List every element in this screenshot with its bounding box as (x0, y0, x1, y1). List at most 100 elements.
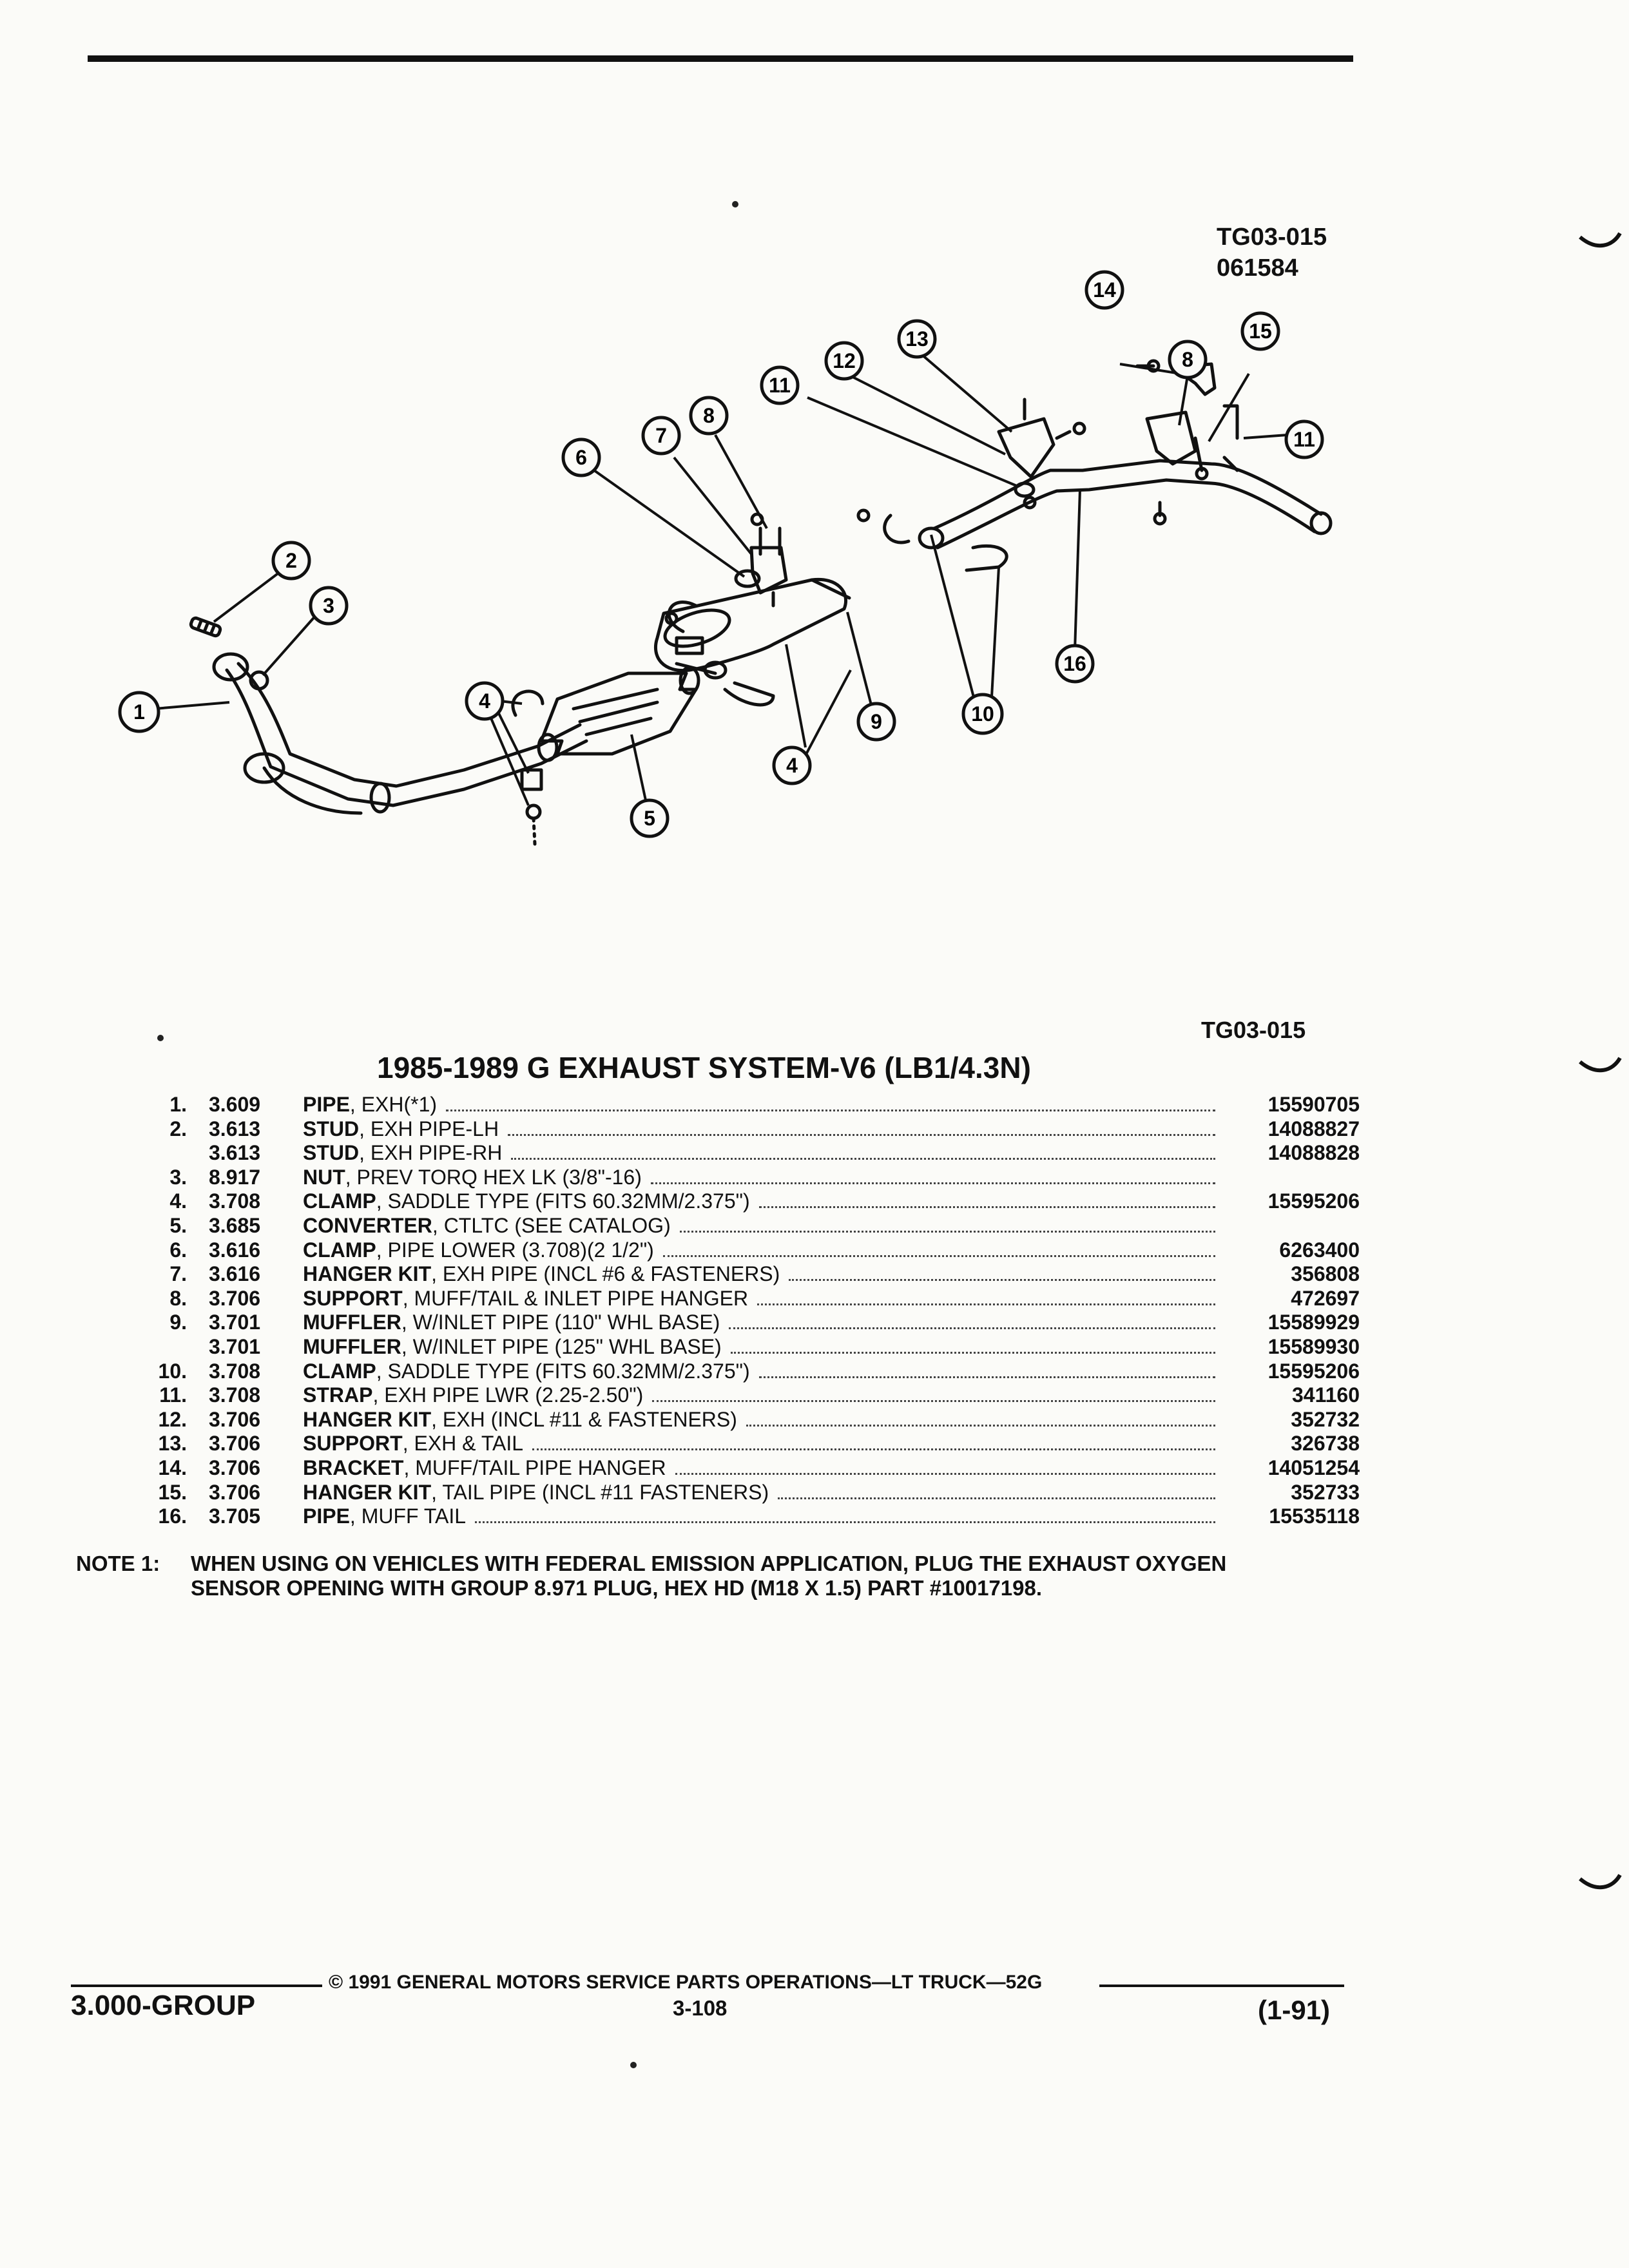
part-name: STUD (303, 1117, 360, 1140)
part-number: 341160 (1291, 1383, 1360, 1407)
footer-rule-right (1099, 1984, 1344, 1987)
dot-leader (511, 1158, 1215, 1160)
item-number: 15. (158, 1480, 187, 1504)
group-number: 3.701 (209, 1311, 261, 1334)
item-number: 16. (158, 1504, 187, 1528)
callout-2: 2 (271, 541, 311, 581)
dot-leader (532, 1448, 1215, 1451)
item-number: 4. (169, 1189, 187, 1213)
group-number: 3.706 (209, 1432, 261, 1456)
svg-text:14: 14 (1093, 278, 1116, 302)
item-number: 2. (169, 1117, 187, 1140)
group-number: 3.706 (209, 1480, 261, 1504)
scan-speck (630, 2062, 637, 2068)
footnote-label: NOTE 1: (76, 1552, 160, 1575)
part-description: , W/INLET PIPE (110" WHL BASE) (401, 1311, 720, 1334)
dot-leader (446, 1110, 1215, 1111)
part-name: CONVERTER (303, 1213, 432, 1237)
part-name: STRAP (303, 1383, 373, 1407)
svg-text:4: 4 (479, 689, 490, 713)
group-number: 3.613 (209, 1141, 261, 1165)
dot-leader (758, 1376, 1215, 1378)
callout-14: 14 (1084, 270, 1124, 310)
dot-leader (662, 1254, 1215, 1257)
group-number: 3.705 (209, 1504, 261, 1528)
figure-date: 061584 (1217, 255, 1298, 282)
part-name: HANGER KIT (303, 1262, 432, 1286)
svg-text:8: 8 (703, 404, 715, 427)
svg-text:11: 11 (769, 374, 791, 397)
part-description: , TAIL PIPE (INCL #11 FASTENERS) (431, 1480, 769, 1504)
group-number: 3.616 (209, 1238, 261, 1262)
part-description: , EXH(*1) (349, 1093, 438, 1116)
footer-copyright: © 1991 GENERAL MOTORS SERVICE PARTS OPER… (329, 1972, 1043, 1993)
part-name: SUPPORT (303, 1432, 403, 1456)
svg-text:4: 4 (786, 754, 798, 777)
svg-text:13: 13 (905, 327, 929, 351)
svg-text:2: 2 (285, 549, 297, 572)
part-number: 14088828 (1268, 1141, 1360, 1165)
dot-leader (650, 1182, 1215, 1184)
hanger-kit-front (734, 512, 788, 608)
group-number: 3.613 (209, 1117, 261, 1140)
part-description: , MUFF/TAIL PIPE HANGER (403, 1456, 666, 1479)
part-name: MUFFLER (303, 1334, 401, 1358)
part-number: 352733 (1291, 1480, 1360, 1504)
dot-leader (730, 1351, 1215, 1354)
part-name: CLAMP (303, 1189, 376, 1213)
callout-6: 6 (561, 437, 601, 477)
item-number: 11. (159, 1383, 187, 1407)
part-description: , EXH PIPE-LH (359, 1117, 499, 1140)
part-number: 472697 (1291, 1286, 1360, 1310)
footnote-text-2: SENSOR OPENING WITH GROUP 8.971 PLUG, HE… (191, 1576, 1043, 1600)
callout-11-rear: 11 (1284, 419, 1324, 459)
part-description: , EXH & TAIL (402, 1432, 524, 1456)
dot-leader (729, 1327, 1215, 1330)
svg-text:8: 8 (1182, 348, 1193, 371)
binder-ring-mark (1579, 1057, 1622, 1073)
dot-leader (789, 1279, 1215, 1282)
callout-10: 10 (961, 693, 1004, 735)
dot-leader (679, 1230, 1215, 1233)
footer-page-number: 3-108 (673, 1996, 728, 2020)
part-number: 15590705 (1268, 1093, 1360, 1116)
dot-leader (757, 1303, 1215, 1305)
item-number: 12. (158, 1407, 187, 1431)
callout-8-rear: 8 (1168, 340, 1208, 380)
part-number: 15595206 (1268, 1359, 1360, 1383)
callouts: 1 2 3 4 4 5 6 7 8 8 9 10 11 11 12 13 14 … (118, 270, 1324, 838)
part-number: 15589929 (1268, 1311, 1360, 1334)
footnote-text-1: WHEN USING ON VEHICLES WITH FEDERAL EMIS… (191, 1552, 1227, 1575)
footer-group: 3.000-GROUP (71, 1990, 256, 2021)
svg-text:10: 10 (971, 702, 994, 726)
catalytic-converter (537, 666, 700, 762)
group-number: 3.708 (209, 1189, 261, 1213)
dot-leader (758, 1206, 1215, 1209)
part-description: , PIPE LOWER (3.708)(2 1/2") (376, 1238, 654, 1262)
svg-text:15: 15 (1249, 320, 1272, 343)
group-number: 3.616 (209, 1262, 261, 1286)
group-number: 3.706 (209, 1407, 261, 1431)
item-number: 3. (169, 1165, 187, 1189)
tail-pipe (856, 459, 1333, 572)
item-number: 9. (169, 1311, 187, 1334)
group-number: 8.917 (209, 1165, 261, 1189)
group-number: 3.706 (209, 1456, 261, 1479)
callout-11-center: 11 (760, 365, 800, 405)
callout-4-front: 4 (465, 681, 505, 721)
part-description: , EXH PIPE-RH (359, 1141, 503, 1165)
footnote-line-1: NOTE 1: WHEN USING ON VEHICLES WITH FEDE… (76, 1552, 1226, 1576)
group-number: 3.685 (209, 1213, 261, 1237)
part-name: MUFFLER (303, 1311, 401, 1334)
footer-rule-left (71, 1984, 322, 1987)
callout-9: 9 (856, 702, 896, 742)
